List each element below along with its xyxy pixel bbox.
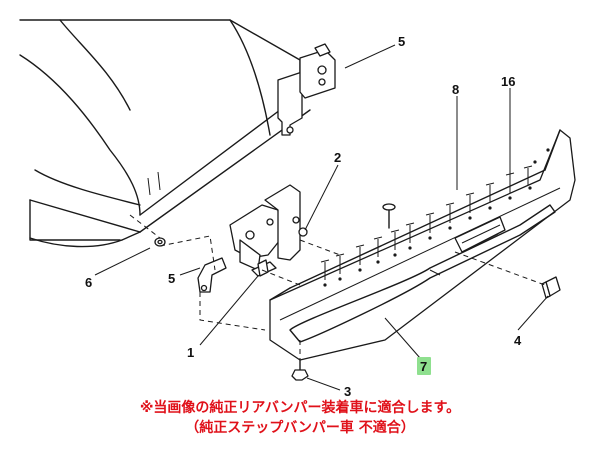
small-bracket-part-5 — [197, 257, 227, 293]
callout-7: 7 — [420, 359, 427, 374]
callout-5-lower: 5 — [168, 271, 175, 286]
lower-bracket-part-2 — [229, 184, 308, 271]
rear-bumper — [269, 129, 576, 361]
callout-8: 8 — [452, 82, 459, 97]
push-pin-fastener — [382, 203, 396, 229]
callout-2: 2 — [334, 150, 341, 165]
clip-part-4 — [541, 276, 561, 299]
callout-16: 16 — [501, 74, 515, 89]
leader-lines — [94, 44, 549, 391]
callout-7-highlight — [417, 357, 431, 375]
callout-1: 1 — [187, 345, 194, 360]
callout-6: 6 — [85, 275, 92, 290]
callout-numbers: 5 2 8 16 6 5 1 4 7 3 — [85, 34, 522, 399]
screw-part-3 — [291, 359, 309, 381]
assembly-dashed-lines — [129, 214, 546, 362]
callout-5-upper: 5 — [398, 34, 405, 49]
bumper-bolts-part-8-16 — [320, 165, 533, 280]
compatibility-notes: ※当画像の純正リアバンパー装着車に適合します。 （純正ステップバンパー車 不適合… — [0, 398, 600, 438]
callout-3: 3 — [344, 384, 351, 399]
compatibility-note-line-1: ※当画像の純正リアバンパー装着車に適合します。 — [139, 400, 461, 416]
upper-bracket-part-5 — [277, 43, 336, 136]
bumper-mount-holes — [323, 148, 550, 287]
bolt-part-1 — [251, 259, 277, 277]
compatibility-note-line-2: （純正ステップバンパー車 不適合） — [185, 420, 415, 436]
callout-4: 4 — [514, 333, 522, 348]
